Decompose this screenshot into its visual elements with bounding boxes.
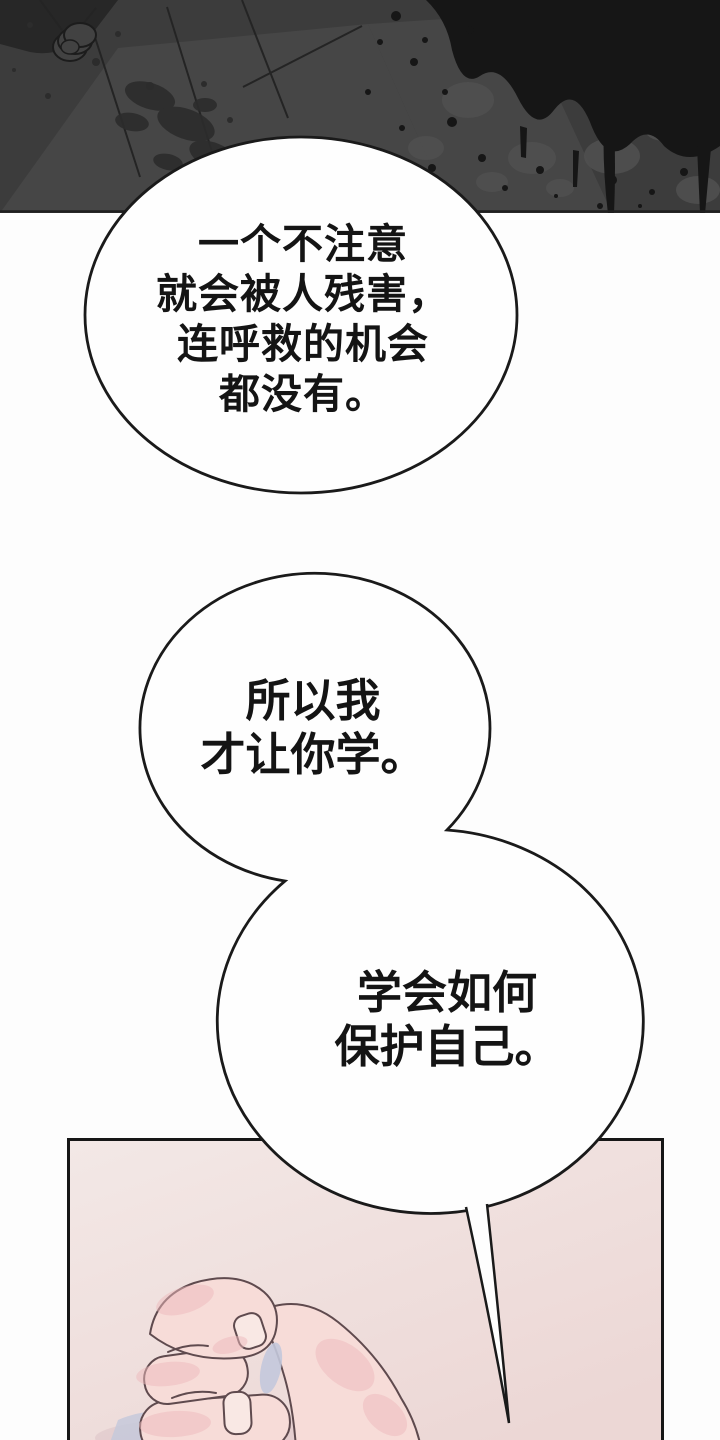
finger-gap-shadow — [259, 1342, 283, 1394]
floor-specks — [12, 22, 233, 123]
speech-line: 就会被人残害， — [156, 270, 450, 318]
speech-line: 都没有。 — [219, 370, 387, 418]
speech-line: 学会如何 — [356, 966, 538, 1019]
speech-bubble-2-text: 所以我 才让你学。 — [200, 674, 425, 782]
speech-bubbles — [83, 135, 645, 1424]
skin-blush-shading — [136, 1284, 408, 1438]
speech-bubble-3-text: 学会如何 保护自己。 — [334, 966, 559, 1074]
hand-illustration — [95, 1277, 421, 1440]
speech-line: 才让你学。 — [200, 728, 426, 781]
speech-bubble-1-text: 一个不注意 就会被人残害， 连呼救的机会 都没有。 — [156, 219, 450, 419]
speech-line: 连呼救的机会 — [177, 320, 429, 368]
ink-drips — [520, 118, 711, 213]
speech-line: 所以我 — [245, 674, 381, 727]
speech-line: 一个不注意 — [198, 220, 408, 268]
middle-fingernail — [222, 1390, 253, 1436]
speech-line: 保护自己。 — [334, 1020, 560, 1073]
speech-bubble-tail — [464, 1203, 511, 1424]
fallen-bottle — [52, 22, 97, 62]
knuckle-lines — [167, 1344, 217, 1399]
ink-splatter-pool — [426, 0, 720, 157]
ink-spatter-dots — [365, 11, 688, 209]
speech-bubble-2-3 — [138, 571, 645, 1215]
speech-bubble-1 — [83, 135, 519, 495]
